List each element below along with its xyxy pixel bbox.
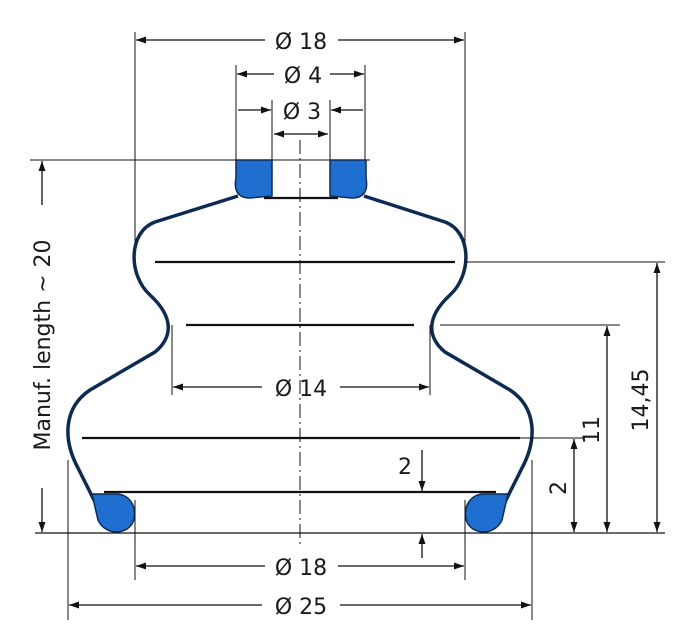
dim-label-height-mid: 11 — [580, 416, 605, 444]
dim-label-top-mid-diameter: Ø 4 — [284, 64, 322, 89]
dim-label-bottom-outer-diameter: Ø 25 — [275, 595, 327, 620]
boot-bottom-bead-right — [464, 493, 509, 533]
boot-top-bead-right — [329, 159, 368, 199]
boot-outline-left — [66, 194, 239, 513]
boot-top-bead-left — [234, 159, 273, 199]
dim-label-mid-diameter: Ø 14 — [275, 377, 327, 402]
dim-label-manufactured-length: Manuf. length ~ 20 — [31, 239, 56, 450]
dim-label-wall-offset: 2 — [398, 455, 412, 480]
dim-label-bottom-inner-diameter: Ø 18 — [275, 556, 327, 581]
boot-bottom-bead-left — [91, 493, 136, 533]
dim-label-height-total: 14,45 — [629, 369, 654, 432]
dim-label-top-outer-diameter: Ø 18 — [275, 30, 327, 55]
boot-outline-right — [363, 194, 534, 513]
dim-label-top-inner-diameter: Ø 3 — [283, 100, 321, 125]
dim-label-height-bottom: 2 — [547, 481, 572, 495]
